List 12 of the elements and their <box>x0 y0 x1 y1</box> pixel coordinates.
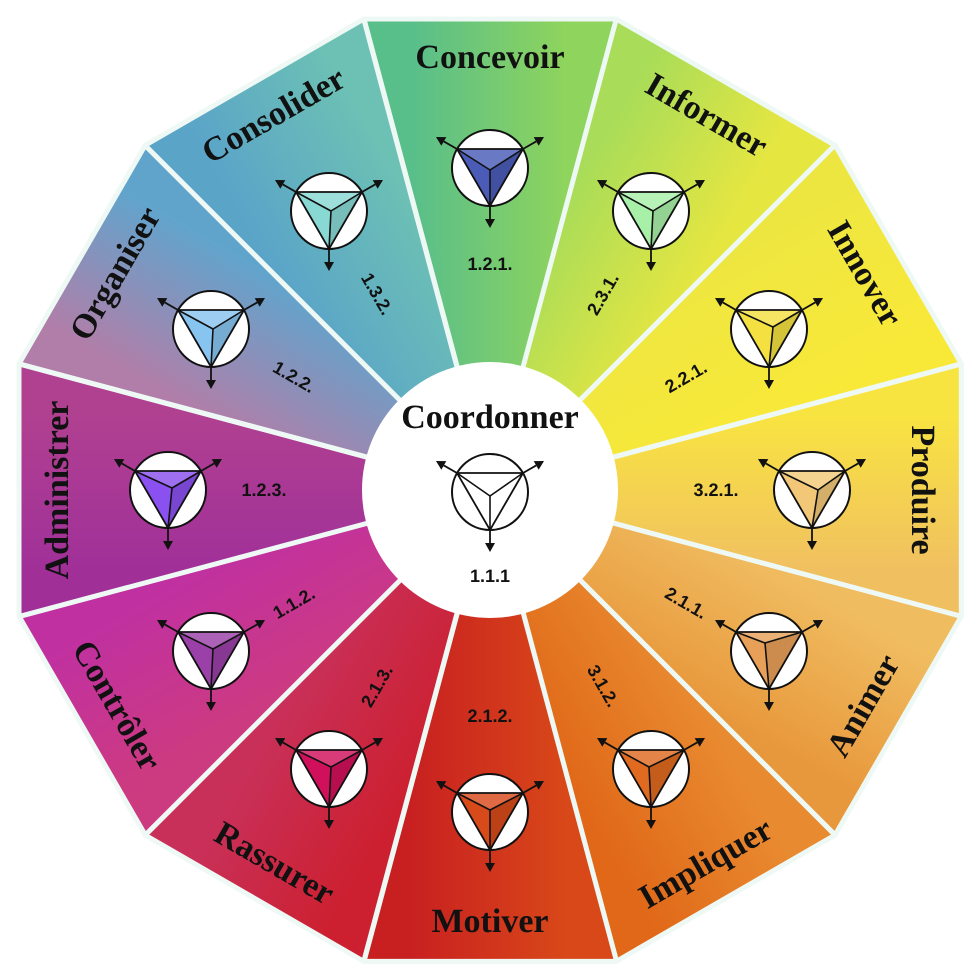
sector-code: 3.2.1. <box>693 480 739 499</box>
sector-title: Motiver <box>431 905 548 939</box>
sector-code: 1.2.1. <box>467 254 512 273</box>
sector-code: 2.2.1. <box>662 358 710 396</box>
sector-code: 1.2.3. <box>241 480 286 499</box>
sector-title: Concevoir <box>415 40 565 75</box>
sector-code: 1.1.2. <box>270 584 318 622</box>
sector-code: 2.1.2. <box>467 707 512 725</box>
sector-title: Administrer <box>40 400 75 580</box>
center-title: Coordonner <box>401 401 579 435</box>
center-code: 1.1.1 <box>470 567 510 585</box>
sector-title: Produire <box>905 425 939 555</box>
